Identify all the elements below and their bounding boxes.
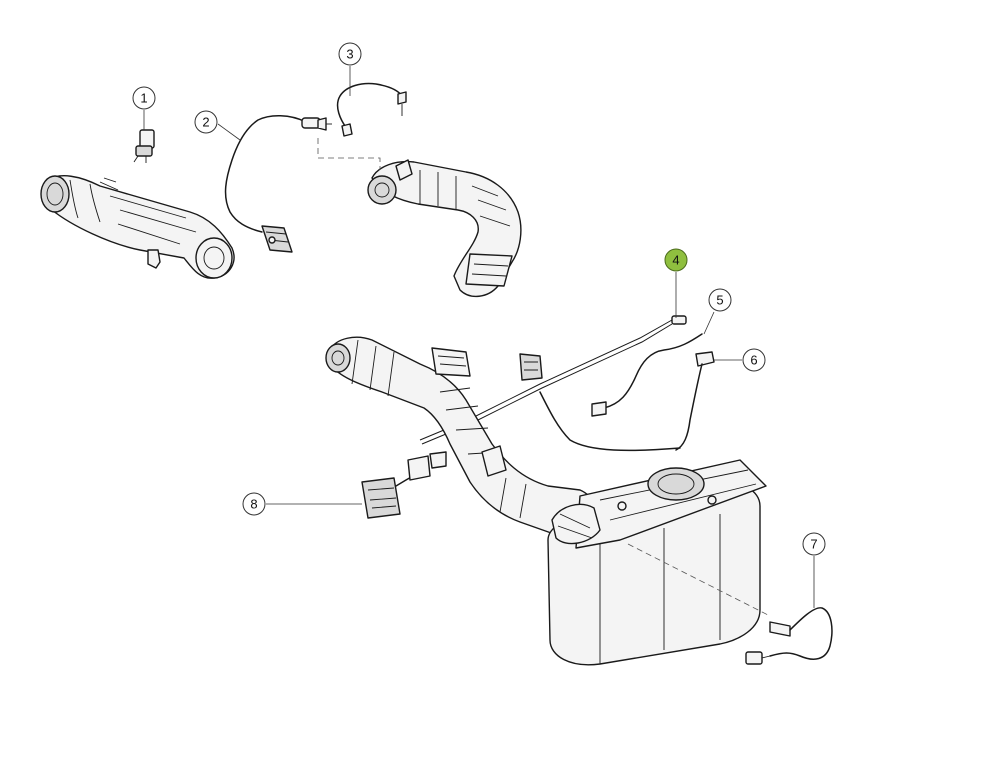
part-8-sensor-module[interactable] — [361, 451, 447, 519]
part-5-pressure-tube[interactable] — [539, 333, 703, 452]
callout-4: 4 — [664, 248, 688, 272]
part-6-pipe-fitting[interactable] — [675, 351, 715, 451]
leader-lines — [143, 66, 815, 608]
part-7-temperature-sensor[interactable] — [745, 607, 833, 665]
callout-1: 1 — [132, 86, 156, 110]
callout-5: 5 — [708, 288, 732, 312]
svg-text:2: 2 — [202, 115, 209, 130]
svg-text:8: 8 — [250, 497, 257, 512]
callout-7: 7 — [802, 532, 826, 556]
callout-8: 8 — [242, 492, 266, 516]
callout-6: 6 — [742, 348, 766, 372]
svg-text:3: 3 — [346, 47, 353, 62]
part-1-sensor[interactable] — [133, 129, 155, 163]
callout-2: 2 — [194, 110, 218, 134]
intake-pipe — [40, 175, 235, 279]
part-3-oxygen-sensor[interactable] — [336, 82, 407, 137]
svg-text:6: 6 — [750, 353, 757, 368]
svg-text:4: 4 — [672, 253, 679, 268]
callout-4-highlight — [664, 248, 688, 272]
downpipe — [325, 336, 598, 538]
dpf-canister — [547, 459, 771, 666]
svg-text:5: 5 — [716, 293, 723, 308]
part-2-oxygen-sensor[interactable] — [224, 115, 332, 253]
svg-text:1: 1 — [140, 91, 147, 106]
svg-text:7: 7 — [810, 537, 817, 552]
turbo-pipe — [317, 138, 522, 297]
callout-3: 3 — [338, 42, 362, 66]
